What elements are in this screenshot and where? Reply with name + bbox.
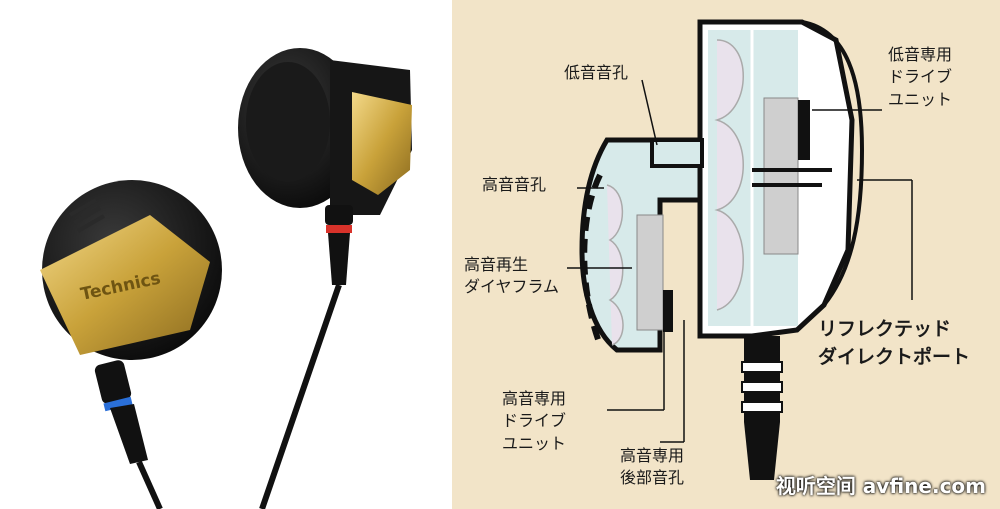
earphone-photo: Technics — [0, 0, 452, 509]
label-treble-diaphragm-line1: 高音再生 — [464, 255, 529, 274]
label-reflected-line2: ダイレクトポート — [818, 345, 971, 368]
watermark: 视听空间 avfine.com — [775, 474, 986, 498]
bass-driver-magnet — [798, 100, 810, 160]
earphone-illustration: Technics — [40, 48, 412, 509]
label-bass-driver-line2: ドライブ — [888, 67, 953, 87]
label-treble-diaphragm: 高音再生 ダイヤフラム — [464, 254, 559, 299]
label-rear-port-line1: 高音専用 — [620, 446, 685, 465]
treble-diaphragm — [606, 184, 624, 346]
leader-lines — [567, 79, 913, 443]
label-treble-driver-line2: ドライブ — [502, 411, 567, 431]
label-reflected-direct-port: リフレクテッド ダイレクトポート — [818, 316, 970, 371]
earphone-left: Technics — [40, 180, 222, 509]
cross-section-diagram: 低音音孔 高音音孔 高音再生 ダイヤフラム 高音専用 ドライブ ユニット 高音専… — [452, 0, 1000, 509]
bass-diaphragm — [714, 39, 744, 311]
cross-section-drawing — [567, 19, 913, 480]
bass-driver-unit — [763, 97, 799, 255]
label-treble-driver-line1: 高音専用 — [502, 389, 567, 408]
label-treble-diaphragm-line2: ダイヤフラム — [464, 277, 560, 297]
label-bass-driver-line1: 低音専用 — [888, 45, 953, 64]
label-rear-port: 高音専用 後部音孔 — [620, 445, 684, 490]
outer-shell — [801, 20, 865, 307]
strain-relief — [741, 336, 783, 480]
bass-tube — [650, 138, 704, 168]
label-reflected-line1: リフレクテッド — [818, 318, 952, 340]
treble-driver-unit — [636, 214, 664, 331]
label-treble-driver: 高音専用 ドライブ ユニット — [502, 388, 566, 455]
red-ring — [326, 225, 352, 233]
earphone-right — [238, 48, 412, 509]
front-grille — [581, 173, 603, 347]
label-treble-port: 高音音孔 — [482, 175, 547, 194]
label-treble-driver-line3: ユニット — [502, 433, 567, 453]
label-bass-driver: 低音専用 ドライブ ユニット — [888, 44, 952, 111]
label-rear-port-line2: 後部音孔 — [620, 468, 685, 488]
label-bass-port: 低音音孔 — [564, 63, 629, 82]
label-bass-driver-line3: ユニット — [888, 89, 953, 109]
blue-ring — [103, 396, 133, 412]
